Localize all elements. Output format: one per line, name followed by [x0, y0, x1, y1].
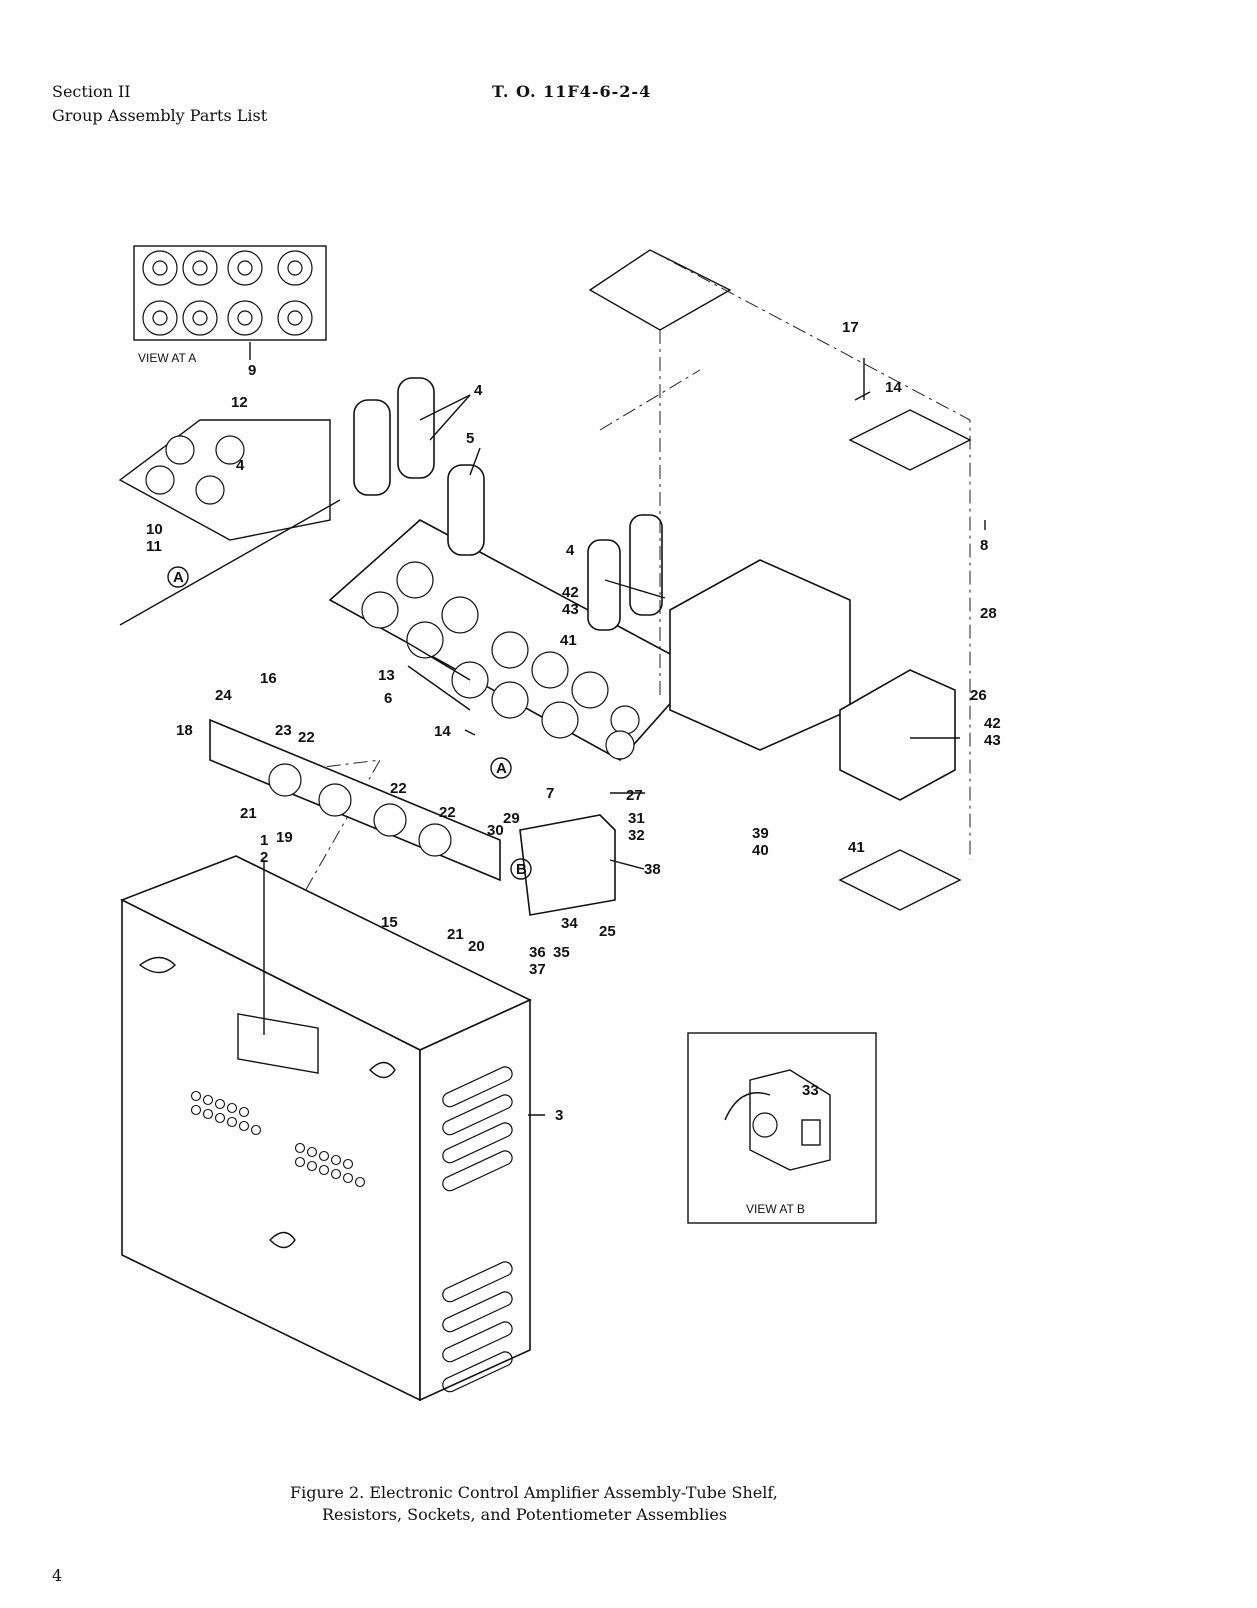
callout-39: 39	[752, 825, 769, 842]
callout-16: 16	[260, 670, 277, 687]
callout-8: 8	[980, 537, 988, 554]
callout-21-a: 21	[240, 805, 257, 822]
tube-shelf-detail	[118, 419, 341, 626]
callout-27: 27	[626, 787, 643, 804]
callout-17: 17	[842, 319, 859, 336]
callout-21-b: 21	[447, 926, 464, 943]
callout-38: 38	[644, 861, 661, 878]
callout-9: 9	[248, 362, 256, 379]
relay-boxes	[669, 559, 956, 801]
view-at-b-label: VIEW AT B	[746, 1202, 805, 1216]
view-at-a-label: VIEW AT A	[138, 351, 196, 365]
callout-40: 40	[752, 842, 769, 859]
chassis-frame	[299, 249, 972, 911]
callout-4-c: 4	[236, 457, 245, 474]
callout-18: 18	[176, 722, 193, 739]
callout-41-a: 41	[560, 632, 577, 649]
callout-24: 24	[215, 687, 232, 704]
callout-28: 28	[980, 605, 997, 622]
callout-3: 3	[555, 1107, 563, 1124]
callout-4-a: 4	[474, 382, 483, 399]
callout-42-a: 42	[562, 584, 579, 601]
callout-2: 2	[260, 849, 268, 866]
callout-11: 11	[146, 538, 162, 555]
figure-caption-line-2: Resistors, Sockets, and Potentiometer As…	[322, 1505, 728, 1524]
callout-22-a: 22	[298, 729, 315, 746]
vacuum-tubes	[353, 377, 663, 631]
callout-25: 25	[599, 923, 616, 940]
callout-13: 13	[378, 667, 395, 684]
figure-caption-line-1: Figure 2. Electronic Control Amplifier A…	[290, 1483, 778, 1502]
callout-6: 6	[384, 690, 392, 707]
callout-1: 1	[260, 832, 268, 849]
callout-14-b: 14	[885, 379, 902, 396]
callout-labels: 1 2 3 4 4 4 5 6 7 8 9 10 11 12 13 14 14 …	[146, 319, 1001, 1124]
callout-14-a: 14	[434, 723, 451, 740]
callout-15: 15	[381, 914, 398, 931]
callout-5: 5	[466, 430, 474, 447]
figure-caption: Figure 2. Electronic Control Amplifier A…	[290, 1482, 778, 1526]
callout-41-b: 41	[848, 839, 865, 856]
callout-26: 26	[970, 687, 987, 704]
callout-19: 19	[276, 829, 293, 846]
socket-strip	[209, 718, 501, 882]
callout-7: 7	[546, 785, 554, 802]
page-number: 4	[52, 1566, 63, 1585]
callout-34: 34	[561, 915, 578, 932]
section-label: Section II	[52, 82, 131, 101]
callout-4-b: 4	[566, 542, 575, 559]
callout-31: 31	[628, 810, 645, 827]
callout-37: 37	[529, 961, 546, 978]
leader-lines	[263, 358, 986, 1116]
callout-a-2: A	[496, 760, 507, 777]
callout-12: 12	[231, 394, 248, 411]
callout-23: 23	[275, 722, 292, 739]
potentiometer-bracket	[519, 814, 616, 916]
callout-a-1: A	[173, 569, 184, 586]
cover-case	[120, 855, 532, 1402]
callout-10: 10	[146, 521, 163, 538]
callout-29: 29	[503, 810, 520, 827]
callout-32: 32	[628, 827, 645, 844]
callout-43-b: 43	[984, 732, 1001, 749]
callout-22-b: 22	[390, 780, 407, 797]
callout-30: 30	[487, 822, 504, 839]
view-at-b-inset: VIEW AT B	[687, 1032, 877, 1224]
section-subtitle: Group Assembly Parts List	[52, 106, 268, 125]
callout-22-c: 22	[439, 804, 456, 821]
callout-43-a: 43	[562, 601, 579, 618]
callout-36: 36	[529, 944, 546, 961]
document-number: T. O. 11F4-6-2-4	[492, 82, 652, 101]
callout-b: B	[516, 861, 527, 878]
callout-42-b: 42	[984, 715, 1001, 732]
callout-33: 33	[802, 1082, 819, 1099]
callout-35: 35	[553, 944, 570, 961]
view-at-a-inset: VIEW AT A	[133, 245, 327, 365]
callout-20: 20	[468, 938, 485, 955]
